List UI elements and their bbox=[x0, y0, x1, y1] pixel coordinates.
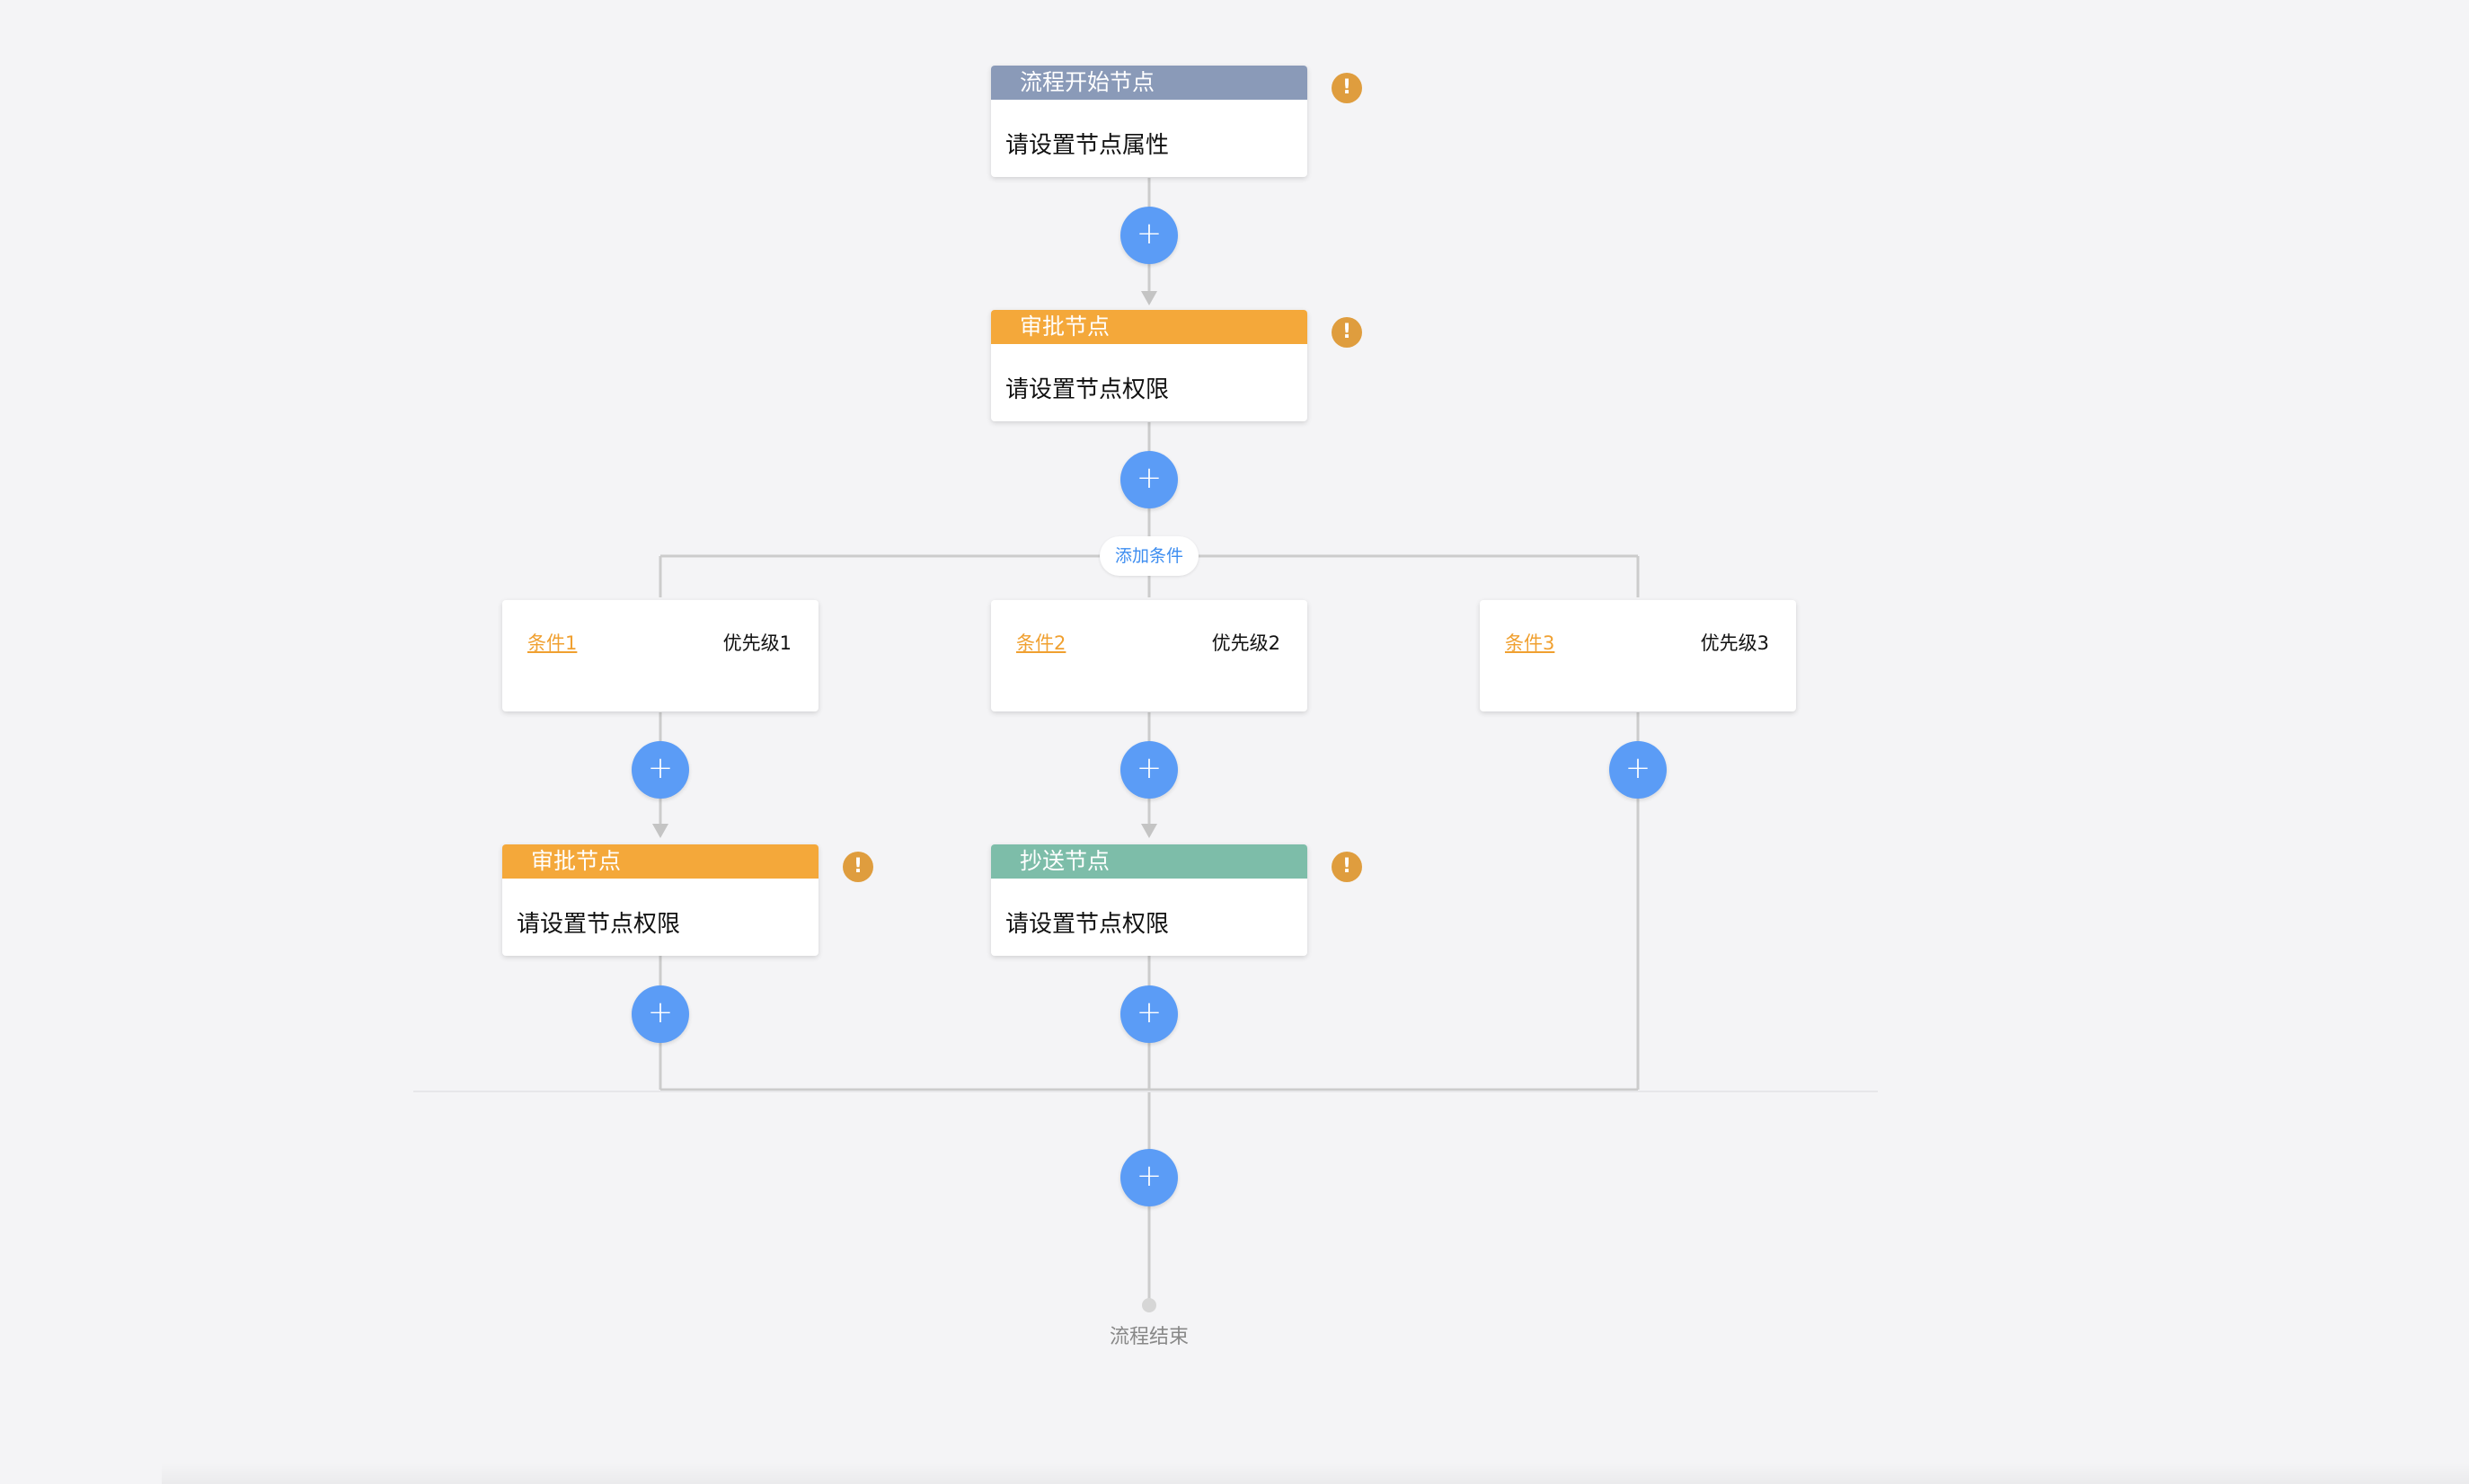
branch-approval-node-body: 请设置节点权限 bbox=[517, 911, 681, 938]
condition-card-3[interactable]: 条件3 优先级3 bbox=[1480, 600, 1796, 711]
condition-priority: 优先级1 bbox=[722, 632, 792, 654]
arrow-down-icon bbox=[1141, 291, 1157, 305]
branch-approval-node[interactable]: 审批节点 请设置节点权限 bbox=[502, 844, 819, 956]
exclamation-icon: ! bbox=[843, 852, 873, 882]
start-node-title: 流程开始节点 bbox=[991, 66, 1307, 100]
flow-end-label: 流程结束 bbox=[1109, 1326, 1189, 1348]
approval-node-body: 请设置节点权限 bbox=[1005, 376, 1170, 403]
bottom-edge-shadow bbox=[162, 1462, 2469, 1484]
arrow-down-icon bbox=[1141, 824, 1157, 838]
condition-name-link[interactable]: 条件1 bbox=[527, 632, 578, 654]
cc-node[interactable]: 抄送节点 请设置节点权限 bbox=[991, 844, 1307, 956]
approval-node[interactable]: 审批节点 请设置节点权限 bbox=[991, 310, 1307, 421]
condition-name-link[interactable]: 条件2 bbox=[1016, 632, 1066, 654]
add-node-button[interactable]: + bbox=[1120, 985, 1178, 1043]
cc-node-body: 请设置节点权限 bbox=[1005, 911, 1170, 938]
condition-priority: 优先级2 bbox=[1211, 632, 1280, 654]
exclamation-icon: ! bbox=[1332, 317, 1362, 348]
add-node-button[interactable]: + bbox=[632, 741, 689, 799]
add-condition-button[interactable]: 添加条件 bbox=[1100, 536, 1199, 576]
condition-card-1[interactable]: 条件1 优先级1 bbox=[502, 600, 819, 711]
add-node-button[interactable]: + bbox=[632, 985, 689, 1043]
condition-name-link[interactable]: 条件3 bbox=[1505, 632, 1555, 654]
approval-node-title: 审批节点 bbox=[991, 310, 1307, 344]
end-dot-icon bbox=[1142, 1298, 1156, 1312]
add-node-button[interactable]: + bbox=[1120, 741, 1178, 799]
arrow-down-icon bbox=[652, 824, 668, 838]
arrowheads bbox=[652, 291, 1157, 838]
start-node-body: 请设置节点属性 bbox=[1005, 132, 1170, 159]
start-node[interactable]: 流程开始节点 请设置节点属性 bbox=[991, 66, 1307, 177]
add-node-button[interactable]: + bbox=[1609, 741, 1667, 799]
branch-approval-node-title: 审批节点 bbox=[502, 844, 819, 879]
add-node-button[interactable]: + bbox=[1120, 207, 1178, 264]
exclamation-icon: ! bbox=[1332, 852, 1362, 882]
exclamation-icon: ! bbox=[1332, 73, 1362, 103]
add-node-button[interactable]: + bbox=[1120, 451, 1178, 508]
condition-priority: 优先级3 bbox=[1700, 632, 1769, 654]
add-node-button[interactable]: + bbox=[1120, 1149, 1178, 1206]
condition-card-2[interactable]: 条件2 优先级2 bbox=[991, 600, 1307, 711]
cc-node-title: 抄送节点 bbox=[991, 844, 1307, 879]
